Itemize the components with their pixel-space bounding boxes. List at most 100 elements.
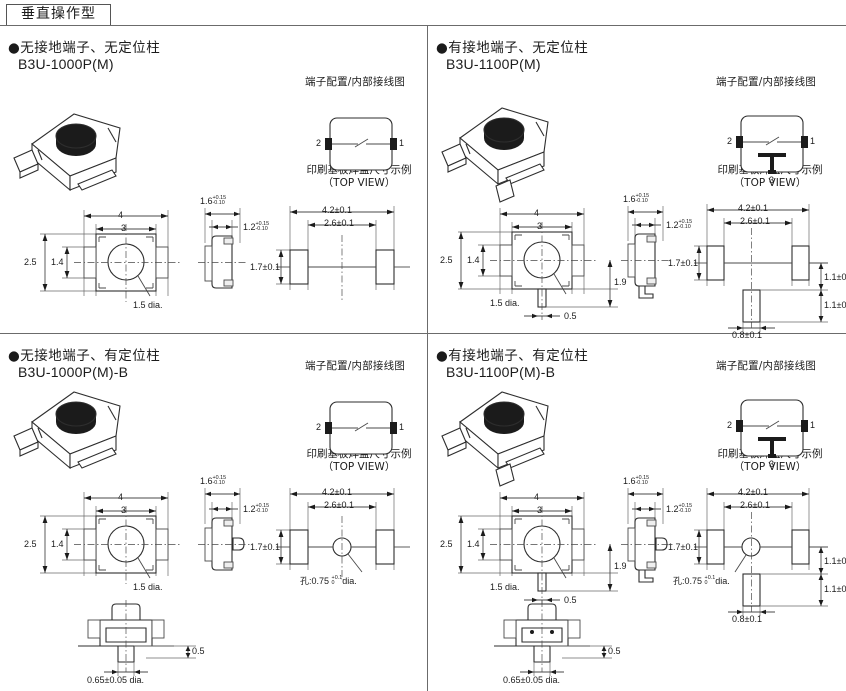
circuit-diagram [325, 117, 397, 171]
dim-2-6: 2.6±0.1 [740, 500, 770, 510]
dim-2-5: 2.5 [24, 539, 37, 549]
dim-4: 4 [118, 210, 124, 220]
dim-2-6: 2.6±0.1 [324, 500, 354, 510]
dim-0-65-dia: 0.65±0.05 dia. [87, 675, 144, 685]
dim-2-6: 2.6±0.1 [740, 216, 770, 226]
circuit-caption: 端子配置/内部接线图 [305, 360, 406, 372]
dim-0-8: 0.8±0.1 [732, 614, 762, 624]
pad-caption-line2: （TOP VIEW） [733, 177, 807, 190]
horizontal-divider [0, 333, 846, 334]
dim-1-1-a: 1.1±0.1 [824, 556, 846, 566]
dim-1-6: 1.6+0.15-0.10 [623, 192, 650, 205]
section-b3u-1000p: ●无接地端子、无定位柱 B3U-1000P(M) 端子配置/内部接线图 印刷基板… [0, 28, 427, 333]
top-view-drawing [40, 210, 180, 302]
dim-4: 4 [534, 492, 540, 502]
dim-2-5: 2.5 [24, 257, 37, 267]
dim-4-2: 4.2±0.1 [322, 487, 352, 497]
terminal-label-1: 1 [399, 422, 405, 432]
dim-1-5-dia: 1.5 dia. [490, 298, 520, 308]
dim-2-5: 2.5 [440, 255, 453, 265]
section-bullet-title: ●有接地端子、无定位柱 [436, 40, 589, 56]
dim-3: 3 [537, 221, 543, 231]
side-view-drawing [621, 206, 671, 299]
circuit-caption: 端子配置/内部接线图 [716, 360, 817, 372]
dim-1-1-b: 1.1±0.1 [824, 584, 846, 594]
terminal-label-2: 2 [727, 136, 733, 146]
section-bullet-title: ●无接地端子、有定位柱 [8, 348, 161, 364]
dim-0-65-dia: 0.65±0.05 dia. [503, 675, 560, 685]
dim-1-1-a: 1.1±0.1 [824, 272, 846, 282]
dim-1-1-b: 1.1±0.1 [824, 300, 846, 310]
section-model-name: B3U-1000P(M)-B [18, 364, 129, 380]
dim-1-4: 1.4 [51, 539, 64, 549]
dim-0-5-bottom: 0.5 [608, 646, 621, 656]
dim-1-6: 1.6+0.15-0.10 [200, 194, 227, 207]
dim-1-4: 1.4 [467, 255, 480, 265]
page-title: 垂直操作型 [6, 4, 111, 27]
terminal-label-3: 3 [769, 175, 775, 185]
section-bullet-title: ●无接地端子、无定位柱 [8, 40, 161, 56]
dim-1-7: 1.7±0.1 [250, 542, 280, 552]
section-b3u-1100p-b: ●有接地端子、有定位柱 B3U-1100P(M)-B 端子配置/内部接线图 印刷… [428, 336, 846, 691]
terminal-label-2: 2 [316, 422, 322, 432]
dim-1-6: 1.6+0.15-0.10 [200, 474, 227, 487]
dim-1-9: 1.9 [614, 277, 627, 287]
dim-2-6: 2.6±0.1 [324, 218, 354, 228]
dim-1-7: 1.7±0.1 [668, 542, 698, 552]
side-view-drawing [621, 488, 673, 583]
pad-caption-line2: （TOP VIEW） [322, 177, 396, 190]
top-view-drawing [458, 492, 618, 676]
dim-1-5-dia: 1.5 dia. [133, 300, 163, 310]
dim-0-5: 0.5 [564, 311, 577, 321]
circuit-caption: 端子配置/内部接线图 [716, 76, 817, 88]
pad-caption-line2: （TOP VIEW） [322, 461, 396, 474]
section-model-name: B3U-1100P(M) [446, 56, 541, 72]
dim-4-2: 4.2±0.1 [738, 487, 768, 497]
dim-0-5-top: 0.5 [564, 595, 577, 605]
terminal-label-1: 1 [810, 420, 816, 430]
pad-layout-drawing [694, 488, 828, 616]
dim-3: 3 [121, 505, 127, 515]
side-view-drawing [198, 488, 250, 571]
circuit-diagram [736, 115, 808, 174]
dim-1-7: 1.7±0.1 [668, 258, 698, 268]
pad-layout-drawing [694, 204, 828, 332]
side-view-drawing [198, 208, 248, 289]
dim-1-2: 1.2+0.15-0.10 [243, 220, 270, 233]
section-bullet-title: ●有接地端子、有定位柱 [436, 348, 589, 364]
dim-2-5: 2.5 [440, 539, 453, 549]
product-illustration [441, 107, 549, 203]
section-b3u-1000p-b: ●无接地端子、有定位柱 B3U-1000P(M)-B 端子配置/内部接线图 印刷… [0, 336, 427, 691]
circuit-caption: 端子配置/内部接线图 [305, 76, 406, 88]
terminal-label-2: 2 [316, 138, 322, 148]
product-illustration [441, 391, 549, 487]
section-b3u-1100p: ●有接地端子、无定位柱 B3U-1100P(M) 端子配置/内部接线图 印刷基板… [428, 28, 846, 340]
dim-4-2: 4.2±0.1 [322, 205, 352, 215]
top-view-drawing [458, 208, 618, 320]
circuit-diagram [325, 401, 397, 455]
dim-1-6: 1.6+0.15-0.10 [623, 474, 650, 487]
dim-1-9: 1.9 [614, 561, 627, 571]
terminal-label-3: 3 [769, 459, 775, 469]
dim-4: 4 [534, 208, 540, 218]
pad-layout-drawing [276, 206, 410, 300]
product-illustration [13, 113, 121, 192]
dim-0-5: 0.5 [192, 646, 205, 656]
dim-3: 3 [537, 505, 543, 515]
pad-caption-line2: （TOP VIEW） [733, 461, 807, 474]
vertical-divider [427, 26, 428, 691]
section-model-name: B3U-1100P(M)-B [446, 364, 556, 380]
dim-1-4: 1.4 [51, 257, 64, 267]
dim-1-2: 1.2+0.15-0.10 [243, 502, 270, 515]
dim-4-2: 4.2±0.1 [738, 203, 768, 213]
section-model-name: B3U-1000P(M) [18, 56, 114, 72]
terminal-label-1: 1 [399, 138, 405, 148]
product-illustration [13, 391, 121, 470]
pad-layout-drawing [276, 488, 410, 580]
dim-1-2: 1.2+0.15-0.10 [666, 502, 693, 515]
dim-4: 4 [118, 492, 124, 502]
header-rule [0, 25, 846, 26]
